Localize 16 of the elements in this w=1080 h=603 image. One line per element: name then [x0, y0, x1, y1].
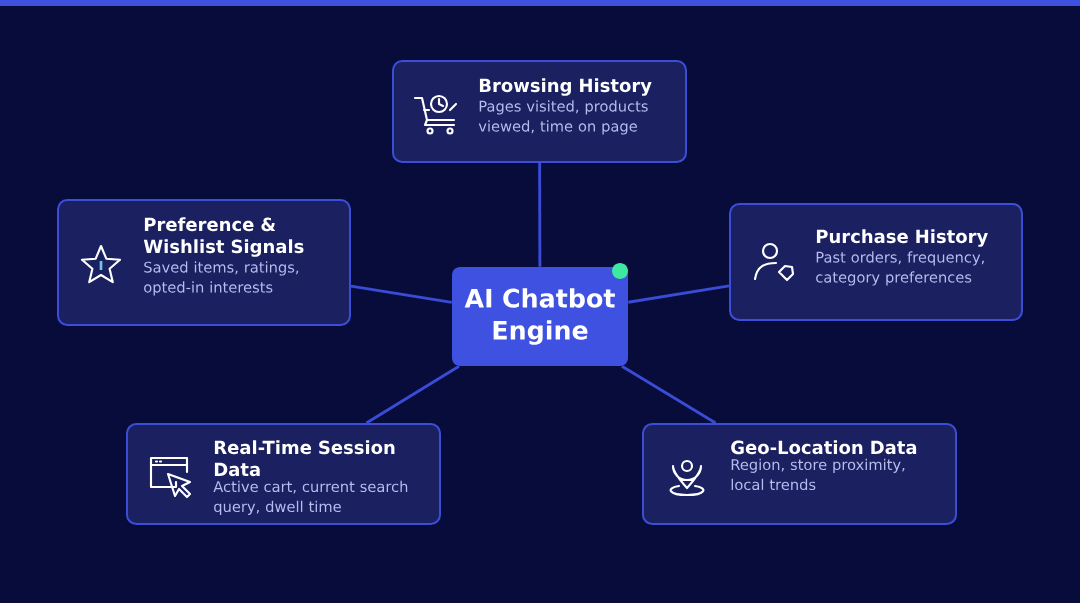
card-description: Past orders, frequency, category preferences [816, 251, 984, 286]
card-description: Saved items, ratings, opted-in interests [144, 261, 299, 296]
card-description: Pages visited, products viewed, time on page [478, 100, 648, 135]
card-description: Region, store proximity, local trends [731, 458, 905, 491]
connector-line [621, 365, 717, 425]
engine-box: AI Chatbot Engine [452, 267, 628, 366]
connector-line [628, 284, 730, 304]
card-description: Active cart, current search query, dwell time [213, 480, 408, 515]
connector-line [365, 365, 460, 425]
card-heading: Real-Time Session Data [214, 440, 395, 477]
connector-line [350, 284, 452, 304]
card-heading: Purchase History [816, 229, 988, 247]
card-heading: Geo-Location Data [731, 440, 917, 455]
connector-line [538, 163, 542, 267]
card-heading: Preference & Wishlist Signals [143, 217, 304, 257]
card-heading: Browsing History [479, 78, 652, 96]
